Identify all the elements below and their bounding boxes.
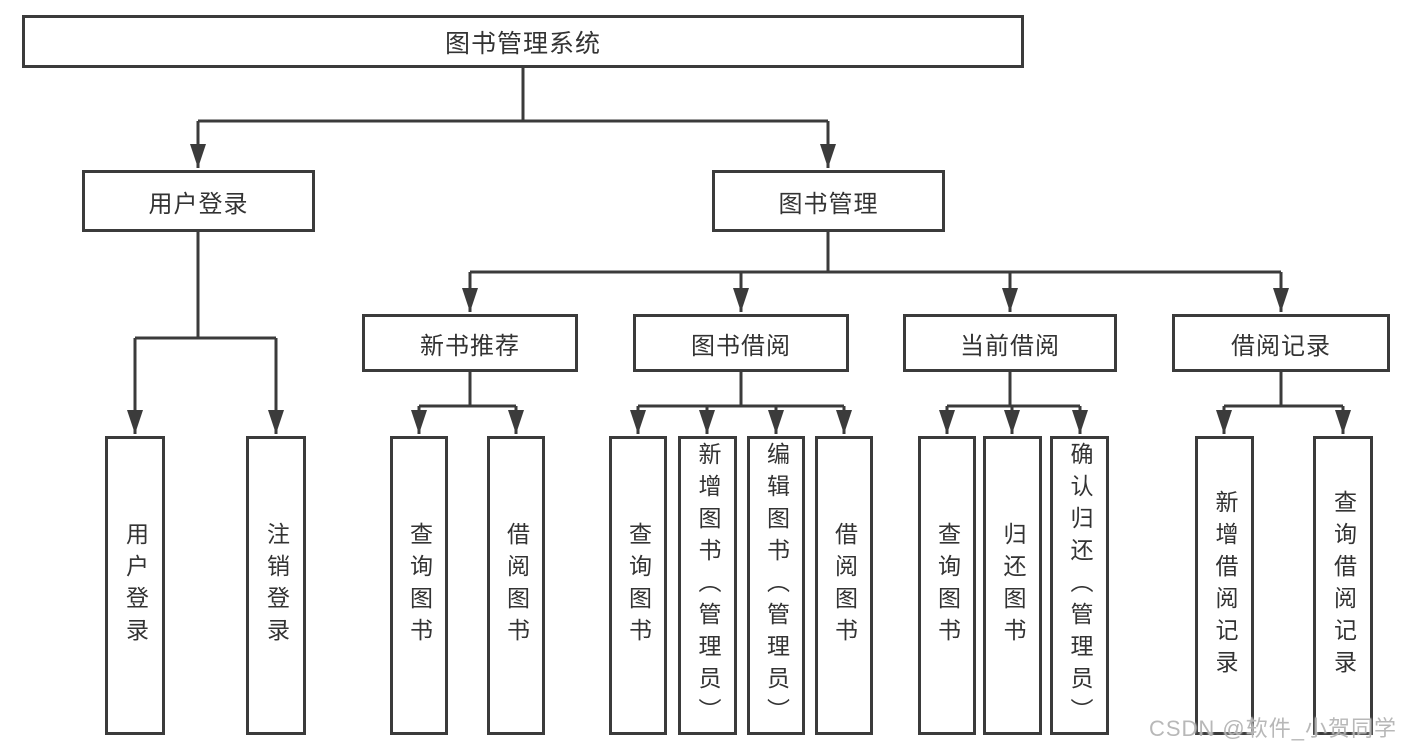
node-root-system: 图书管理系统 — [22, 15, 1024, 68]
leaf-return-books-label: 归还图书 — [1000, 521, 1026, 650]
leaf-user-login: 用户登录 — [105, 436, 165, 735]
leaf-query-books-borrowing: 查询图书 — [609, 436, 667, 735]
leaf-return-books: 归还图书 — [983, 436, 1042, 735]
leaf-query-books-borrowing-label: 查询图书 — [625, 521, 652, 650]
node-user-login: 用户登录 — [82, 170, 315, 232]
leaf-user-login-label: 用户登录 — [122, 521, 149, 650]
leaf-query-borrow-record: 查询借阅记录 — [1313, 436, 1373, 735]
leaf-confirm-return-admin: 确认归还（管理员） — [1050, 436, 1109, 735]
leaf-borrow-books-recommend-label: 借阅图书 — [503, 521, 530, 650]
leaf-add-books-admin-label: 新增图书（管理员） — [695, 441, 721, 730]
node-book-borrowing: 图书借阅 — [633, 314, 849, 372]
leaf-query-books-recommend: 查询图书 — [390, 436, 448, 735]
node-current-borrowing: 当前借阅 — [903, 314, 1117, 372]
leaf-logout-label: 注销登录 — [263, 521, 290, 650]
leaf-add-books-admin: 新增图书（管理员） — [678, 436, 737, 735]
leaf-add-borrow-record: 新增借阅记录 — [1195, 436, 1254, 735]
node-new-book-recommend: 新书推荐 — [362, 314, 578, 372]
leaf-confirm-return-admin-label: 确认归还（管理员） — [1067, 441, 1093, 730]
leaf-borrow-books-recommend: 借阅图书 — [487, 436, 545, 735]
leaf-query-books-current: 查询图书 — [918, 436, 976, 735]
leaf-query-borrow-record-label: 查询借阅记录 — [1330, 489, 1357, 682]
leaf-add-borrow-record-label: 新增借阅记录 — [1212, 489, 1238, 682]
node-borrowing-records: 借阅记录 — [1172, 314, 1390, 372]
node-book-management: 图书管理 — [712, 170, 945, 232]
leaf-logout: 注销登录 — [246, 436, 306, 735]
leaf-borrow-books-label: 借阅图书 — [831, 521, 858, 650]
leaf-edit-books-admin: 编辑图书（管理员） — [747, 436, 805, 735]
leaf-edit-books-admin-label: 编辑图书（管理员） — [763, 441, 790, 730]
csdn-watermark: CSDN @软件_小贺同学 — [1148, 716, 1397, 741]
leaf-query-books-recommend-label: 查询图书 — [406, 521, 433, 650]
leaf-query-books-current-label: 查询图书 — [934, 521, 961, 650]
leaf-borrow-books: 借阅图书 — [815, 436, 873, 735]
